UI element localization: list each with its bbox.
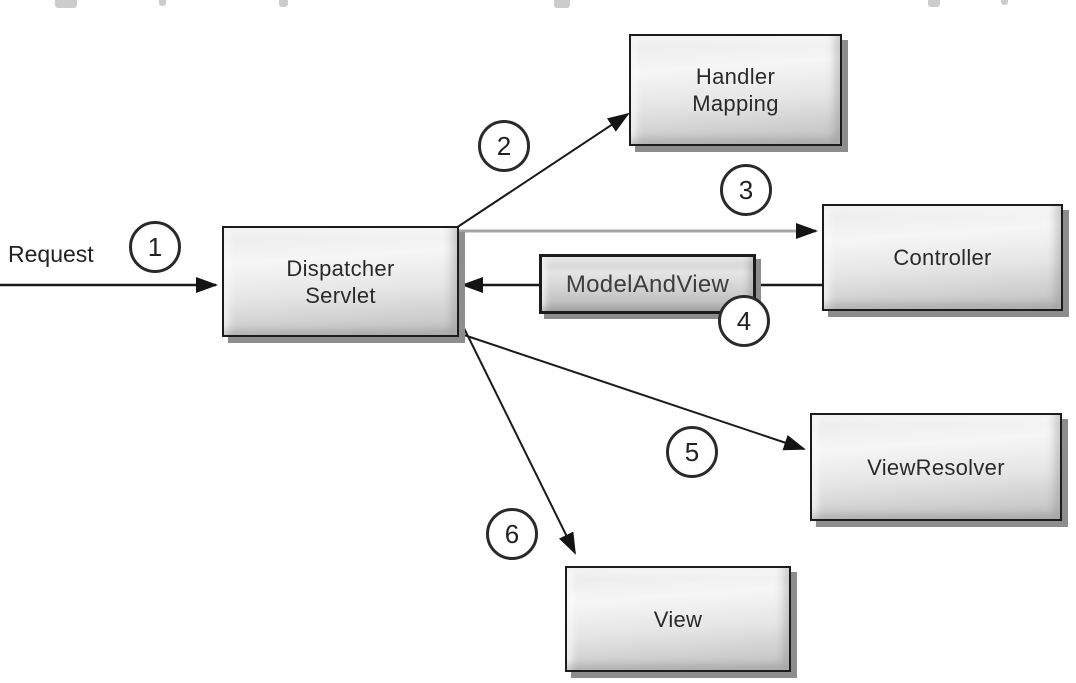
step-number: 4 <box>736 305 752 336</box>
node-label: Dispatcher Servlet <box>286 255 395 308</box>
node-label: ViewResolver <box>867 454 1005 480</box>
node-dispatcher-servlet: Dispatcher Servlet <box>222 226 459 337</box>
cropped-text-fragment <box>1001 0 1008 5</box>
step-badge-6: 6 <box>486 508 538 560</box>
arrow-dispatcher-to-handler-mapping <box>455 112 630 229</box>
step-badge-2: 2 <box>478 120 530 172</box>
node-view: View <box>565 566 791 672</box>
step-number: 5 <box>684 436 700 467</box>
arrow-dispatcher-to-viewresolver <box>457 332 806 451</box>
cropped-text-fragment <box>928 0 940 7</box>
step-badge-5: 5 <box>666 426 718 478</box>
node-label: View <box>653 606 703 632</box>
node-model-and-view: ModelAndView <box>539 254 756 314</box>
arrow-dispatcher-to-view <box>458 317 576 555</box>
cropped-text-fragment <box>279 0 288 7</box>
step-badge-3: 3 <box>720 164 772 216</box>
node-view-resolver: ViewResolver <box>810 413 1062 521</box>
node-label: ModelAndView <box>565 270 730 298</box>
node-label: Handler Mapping <box>692 64 779 116</box>
node-handler-mapping: Handler Mapping <box>629 34 842 146</box>
request-label: Request <box>8 241 94 267</box>
cropped-text-fragment <box>159 0 166 6</box>
step-number: 1 <box>147 231 163 262</box>
cropped-text-fragment <box>554 0 570 8</box>
cropped-text-fragment <box>55 0 77 8</box>
step-number: 6 <box>504 518 520 549</box>
step-number: 2 <box>496 130 512 161</box>
step-number: 3 <box>738 174 754 205</box>
node-controller: Controller <box>822 204 1063 311</box>
step-badge-4: 4 <box>718 295 770 347</box>
step-badge-1: 1 <box>129 221 181 273</box>
node-label: Controller <box>893 245 992 270</box>
